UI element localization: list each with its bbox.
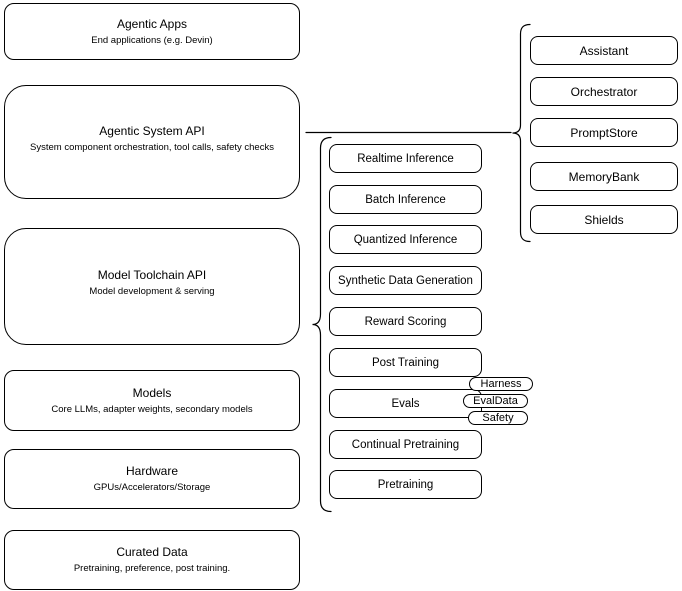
node-subtitle: Core LLMs, adapter weights, secondary mo…	[51, 403, 253, 415]
node-batch-inference: Batch Inference	[329, 185, 482, 214]
node-evals: Evals	[329, 389, 482, 418]
node-synthetic-data-generation: Synthetic Data Generation	[329, 266, 482, 295]
node-memorybank: MemoryBank	[530, 162, 678, 191]
node-label: Synthetic Data Generation	[338, 274, 473, 287]
system-group-brace	[512, 23, 531, 243]
node-title: Agentic System API	[99, 123, 205, 138]
tag-label: Harness	[480, 378, 522, 390]
node-curated-data: Curated Data Pretraining, preference, po…	[4, 530, 300, 590]
node-subtitle: End applications (e.g. Devin)	[91, 34, 213, 46]
node-post-training: Post Training	[329, 348, 482, 377]
node-title: Curated Data	[116, 545, 188, 559]
node-subtitle: System component orchestration, tool cal…	[30, 141, 274, 153]
node-label: Evals	[391, 397, 420, 410]
node-reward-scoring: Reward Scoring	[329, 307, 482, 336]
node-label: Reward Scoring	[364, 315, 447, 328]
node-subtitle: Pretraining, preference, post training.	[73, 563, 231, 574]
tag-label: EvalData	[473, 395, 518, 407]
node-label: Batch Inference	[365, 193, 446, 206]
node-subtitle: GPUs/Accelerators/Storage	[93, 482, 211, 493]
node-label: Assistant	[579, 43, 629, 58]
node-realtime-inference: Realtime Inference	[329, 144, 482, 173]
tag-label: Safety	[482, 412, 514, 424]
node-promptstore: PromptStore	[530, 118, 678, 147]
node-label: Post Training	[371, 356, 440, 369]
node-label: MemoryBank	[568, 169, 640, 184]
node-pretraining: Pretraining	[329, 470, 482, 499]
tag-harness: Harness	[469, 377, 533, 391]
node-model-toolchain-api: Model Toolchain API Model development & …	[4, 228, 300, 345]
node-quantized-inference: Quantized Inference	[329, 225, 482, 254]
node-title: Model Toolchain API	[97, 268, 207, 282]
tag-safety: Safety	[468, 411, 528, 425]
tag-evaldata: EvalData	[463, 394, 528, 408]
node-label: Continual Pretraining	[351, 438, 460, 451]
node-label: Orchestrator	[570, 84, 638, 99]
toolchain-group-brace	[312, 136, 332, 513]
node-label: Quantized Inference	[353, 233, 458, 246]
node-models: Models Core LLMs, adapter weights, secon…	[4, 370, 300, 431]
node-title: Hardware	[125, 464, 179, 478]
node-agentic-system-api: Agentic System API System component orch…	[4, 85, 300, 199]
node-continual-pretraining: Continual Pretraining	[329, 430, 482, 459]
node-subtitle: Model development & serving	[89, 286, 215, 297]
node-assistant: Assistant	[530, 36, 678, 65]
node-hardware: Hardware GPUs/Accelerators/Storage	[4, 449, 300, 509]
node-shields: Shields	[530, 205, 678, 234]
node-label: Pretraining	[377, 478, 434, 491]
node-agentic-apps: Agentic Apps End applications (e.g. Devi…	[4, 3, 300, 60]
node-orchestrator: Orchestrator	[530, 77, 678, 106]
node-label: Realtime Inference	[357, 152, 454, 165]
node-title: Models	[132, 385, 172, 400]
node-title: Agentic Apps	[116, 16, 188, 31]
node-label: Shields	[584, 212, 624, 227]
node-label: PromptStore	[570, 125, 638, 140]
